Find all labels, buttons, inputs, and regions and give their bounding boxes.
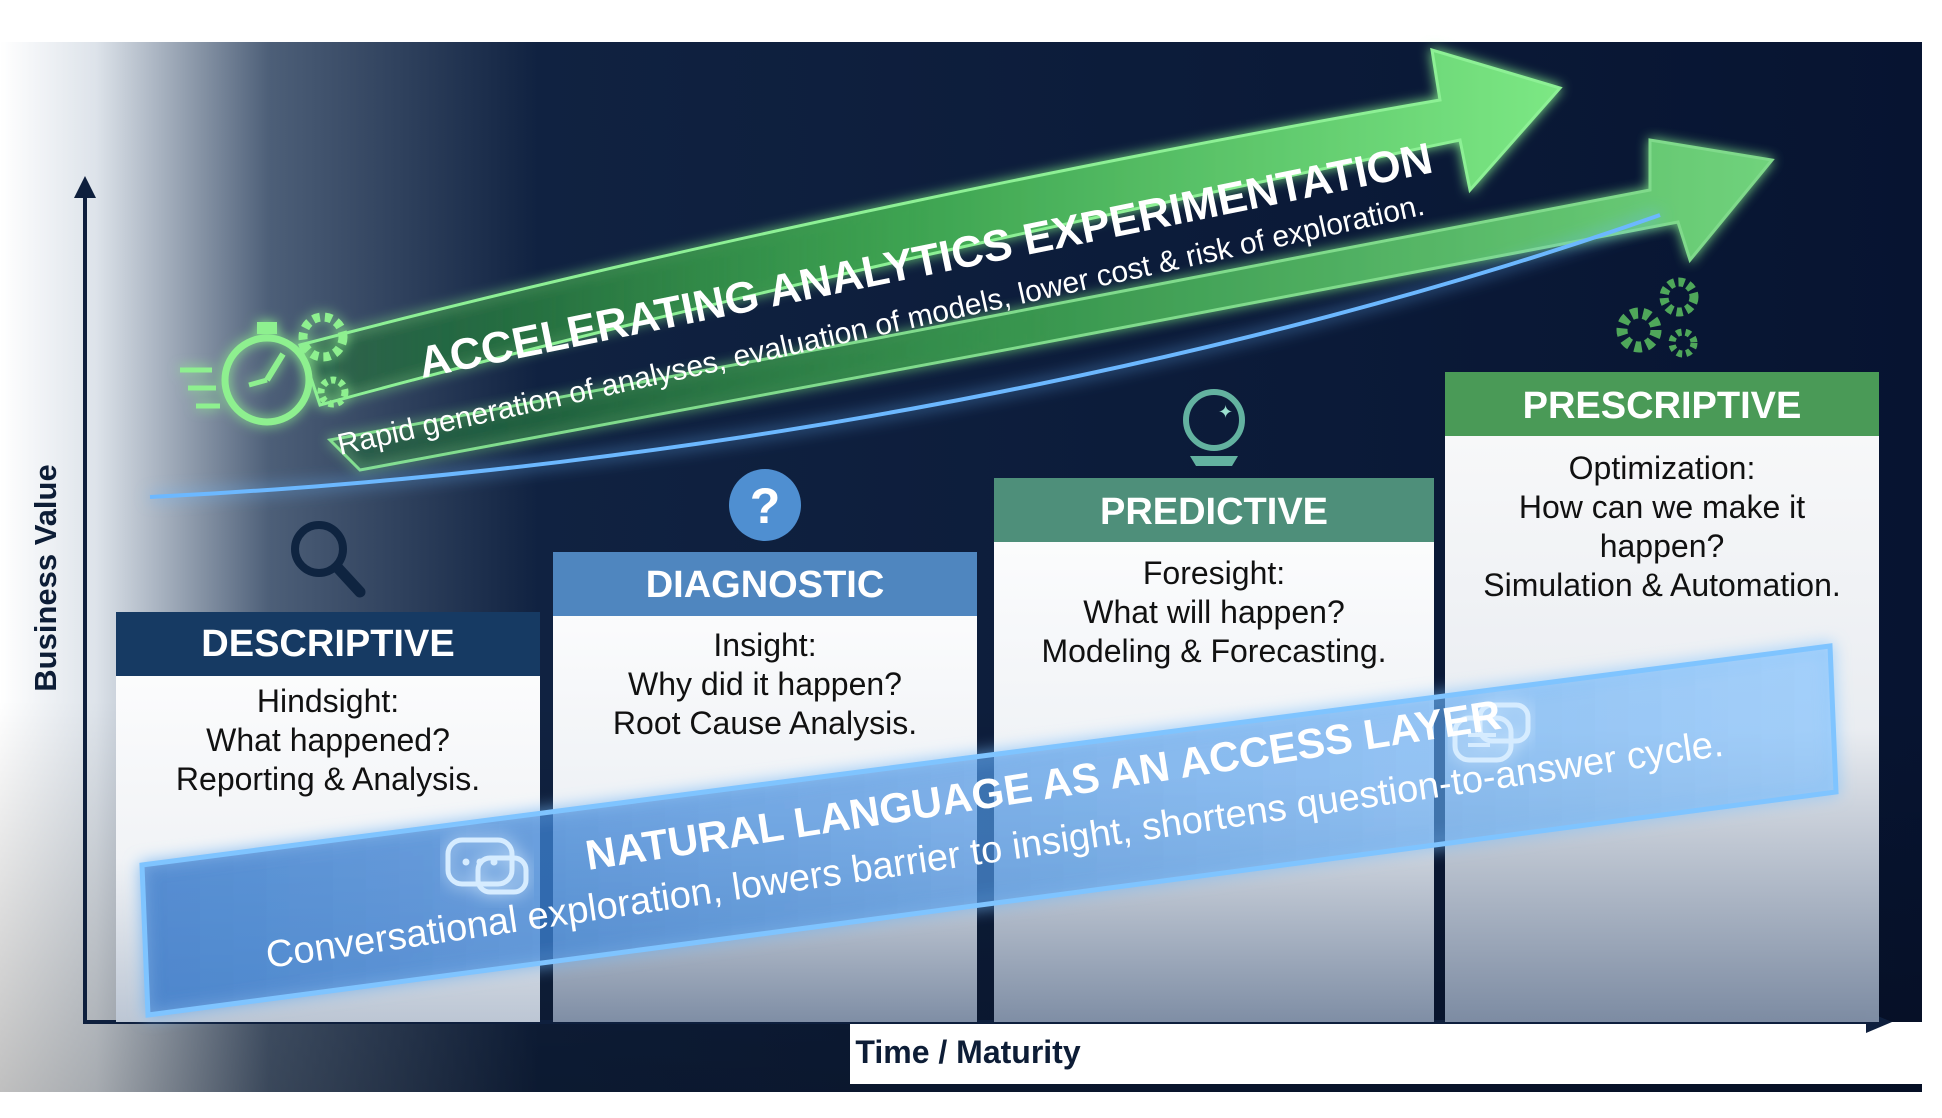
x-label-strip [850,1022,1922,1084]
crystal-ball-icon: ✦ [1183,389,1245,466]
svg-text:✦: ✦ [1218,402,1233,422]
stage-title: PRESCRIPTIVE [1523,385,1802,427]
stage-line: Modeling & Forecasting. [1041,633,1386,669]
stage-line: Why did it happen? [628,666,902,702]
stage-title: PREDICTIVE [1100,491,1328,533]
stage-header [553,552,977,616]
stage-line: Simulation & Automation. [1483,567,1841,603]
gears-icon [1616,277,1699,358]
svg-text:?: ? [750,478,781,534]
stage-header [994,478,1434,542]
stage-line: What happened? [206,722,450,758]
y-axis-label: Business Value [28,464,63,691]
y-axis-arrowhead [74,176,96,198]
stage-line: Reporting & Analysis. [176,761,480,797]
stage-header [1445,372,1879,436]
stage-title: DESCRIPTIVE [201,623,454,665]
chat-bubbles-icon [445,837,529,895]
blue-underline-streak [149,213,1661,499]
question-icon: ? [729,469,801,541]
green-arrow-upper [298,47,1563,407]
green-arrow-lower [326,138,1775,472]
stage-line: How can we make it [1519,489,1805,525]
magnifier-icon [291,521,366,598]
stage-line: Foresight: [1143,555,1285,591]
stage-line: happen? [1600,528,1725,564]
stopwatch-gears-icon [180,312,349,426]
chat-bubbles-icon [1452,702,1531,763]
stage-header [116,612,540,676]
stage-line: Insight: [713,627,816,663]
stage-line: What will happen? [1083,594,1344,630]
stage-line: Optimization: [1569,450,1756,486]
blue-glow-band [139,643,1839,1018]
stage-line: Hindsight: [257,683,399,719]
x-axis-label: Time / Maturity [855,1034,1080,1070]
stage-title: DIAGNOSTIC [646,564,885,606]
stage-line: Root Cause Analysis. [613,705,917,741]
